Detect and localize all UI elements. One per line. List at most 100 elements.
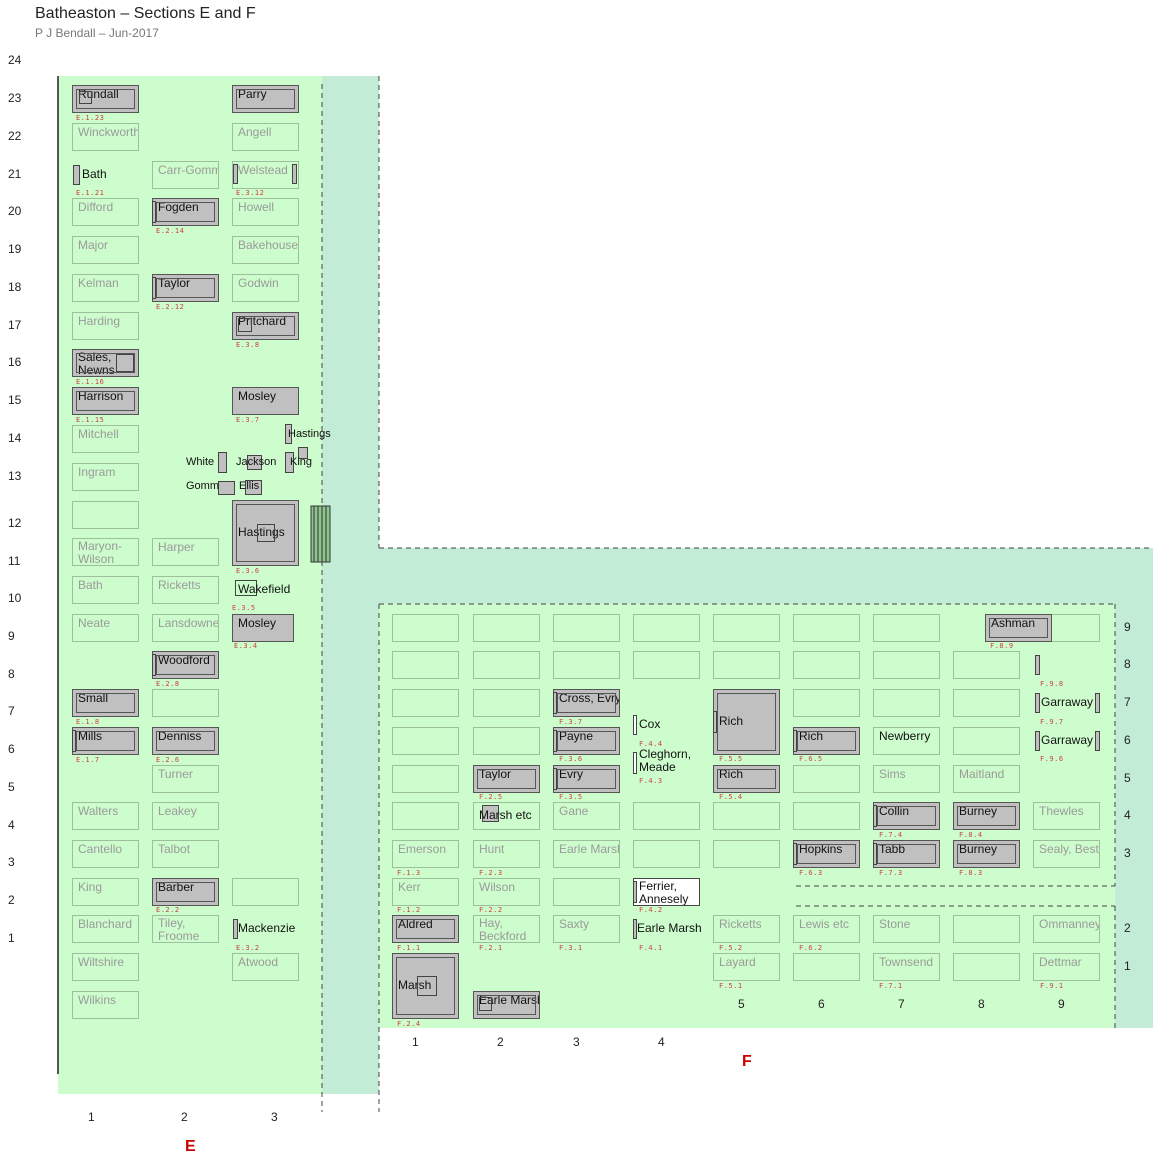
label-garraway-6[interactable]: Garraway: [1041, 733, 1094, 747]
plot-welstead[interactable]: Welstead: [232, 161, 299, 189]
plot-layard[interactable]: Layard: [713, 953, 780, 981]
plot-angell[interactable]: Angell: [232, 123, 299, 151]
grid-cell-empty[interactable]: [392, 689, 459, 717]
plot-howell[interactable]: Howell: [232, 198, 299, 226]
plot-hunt[interactable]: Hunt: [473, 840, 540, 868]
plot-maryon-wilson[interactable]: Maryon-Wilson: [72, 538, 139, 566]
grid-cell-empty[interactable]: [553, 651, 620, 679]
plot-earle-marsh-3[interactable]: Earle Marsh: [553, 840, 620, 868]
plot-carr-gomm[interactable]: Carr-Gomm: [152, 161, 219, 189]
plot-mitchell[interactable]: Mitchell: [72, 425, 139, 453]
grid-cell-empty[interactable]: [953, 689, 1020, 717]
plot-difford[interactable]: Difford: [72, 198, 139, 226]
plot-harrison[interactable]: Harrison: [72, 387, 139, 415]
plot-wiltshire[interactable]: Wiltshire: [72, 953, 139, 981]
label-ellis[interactable]: Ellis: [239, 480, 260, 492]
plot-talbot[interactable]: Talbot: [152, 840, 219, 868]
plot-townsend[interactable]: Townsend: [873, 953, 940, 981]
grid-cell-empty[interactable]: [873, 651, 940, 679]
grid-cell-empty[interactable]: [553, 614, 620, 642]
plot-emerson[interactable]: Emerson: [392, 840, 459, 868]
label-cox[interactable]: Cox: [639, 717, 661, 731]
plot-atwood[interactable]: Atwood: [232, 953, 299, 981]
plot-bakehouse[interactable]: Bakehouse: [232, 236, 299, 264]
plot-taylor-f2[interactable]: Taylor: [473, 765, 540, 793]
plot-hay-beckford[interactable]: Hay, Beckford: [473, 915, 540, 943]
plot-bath-e1-11[interactable]: Bath: [72, 576, 139, 604]
plot-denniss[interactable]: Denniss: [152, 727, 219, 755]
plot-tiley-froome[interactable]: Tiley, Froome: [152, 915, 219, 943]
label-wakefield[interactable]: Wakefield: [238, 582, 291, 596]
label-white[interactable]: White: [186, 456, 215, 468]
plot-barber[interactable]: Barber: [152, 878, 219, 906]
plot-ingram[interactable]: Ingram: [72, 463, 139, 491]
grid-cell-empty[interactable]: [793, 765, 860, 793]
plot-cantello[interactable]: Cantello: [72, 840, 139, 868]
grid-cell-empty[interactable]: [793, 802, 860, 830]
plot-blank-e2-7[interactable]: [152, 689, 219, 717]
grid-cell-empty[interactable]: [793, 651, 860, 679]
plot-rundall[interactable]: Rundall: [72, 85, 139, 113]
grid-cell-empty[interactable]: [873, 689, 940, 717]
plot-rich-5[interactable]: Rich: [713, 765, 780, 793]
plot-blank-e3-2[interactable]: [232, 878, 299, 906]
grid-cell-empty[interactable]: [793, 689, 860, 717]
plot-wilson[interactable]: Wilson: [473, 878, 540, 906]
label-hastings-small[interactable]: Hastings: [288, 428, 331, 440]
plot-ashman[interactable]: Ashman: [985, 614, 1052, 642]
plot-dettmar[interactable]: Dettmar: [1033, 953, 1100, 981]
label-gomm[interactable]: Gomm: [186, 480, 219, 492]
label-cleghorn-meade[interactable]: Cleghorn, Meade: [639, 747, 692, 774]
plot-woodford[interactable]: Woodford: [152, 651, 219, 679]
grid-cell-empty[interactable]: [392, 802, 459, 830]
plot-turner[interactable]: Turner: [152, 765, 219, 793]
plot-hastings-big[interactable]: Hastings: [232, 500, 299, 566]
plot-newberry[interactable]: Newberry: [873, 727, 940, 755]
plot-taylor-e2[interactable]: Taylor: [152, 274, 219, 302]
plot-pritchard[interactable]: Pritchard: [232, 312, 299, 340]
plot-king-e1[interactable]: King: [72, 878, 139, 906]
label-garraway-7[interactable]: Garraway: [1041, 695, 1094, 709]
grid-cell-empty[interactable]: [392, 765, 459, 793]
plot-mills[interactable]: Mills: [72, 727, 139, 755]
grid-cell-empty[interactable]: [633, 840, 700, 868]
plot-blank-e1-12[interactable]: [72, 501, 139, 529]
plot-rich-big[interactable]: Rich: [713, 689, 780, 755]
plot-maitland[interactable]: Maitland: [953, 765, 1020, 793]
plot-evry[interactable]: Evry: [553, 765, 620, 793]
plot-godwin[interactable]: Godwin: [232, 274, 299, 302]
grid-cell-empty[interactable]: [953, 651, 1020, 679]
label-earle-marsh-f4[interactable]: Earle Marsh: [637, 921, 702, 935]
plot-mosley-9[interactable]: Mosley: [232, 614, 294, 642]
plot-leakey[interactable]: Leakey: [152, 802, 219, 830]
label-jackson[interactable]: Jackson: [236, 456, 277, 468]
grid-cell-empty[interactable]: [953, 727, 1020, 755]
grid-cell-empty[interactable]: [633, 614, 700, 642]
plot-lewis-etc[interactable]: Lewis etc: [793, 915, 860, 943]
grid-cell-empty[interactable]: [392, 727, 459, 755]
plot-tabb[interactable]: Tabb: [873, 840, 940, 868]
grid-cell-empty[interactable]: [953, 915, 1020, 943]
plot-payne[interactable]: Payne: [553, 727, 620, 755]
plot-lansdowne[interactable]: Lansdowne: [152, 614, 219, 642]
grid-cell-empty[interactable]: [473, 614, 540, 642]
grid-cell-empty[interactable]: [633, 651, 700, 679]
grid-cell-empty[interactable]: [473, 689, 540, 717]
plot-hopkins[interactable]: Hopkins: [793, 840, 860, 868]
plot-winckworth[interactable]: Winckworth: [72, 123, 139, 151]
grid-cell-empty[interactable]: [473, 727, 540, 755]
plot-parry[interactable]: Parry: [232, 85, 299, 113]
plot-major[interactable]: Major: [72, 236, 139, 264]
plot-harper[interactable]: Harper: [152, 538, 219, 566]
grid-cell-empty[interactable]: [473, 651, 540, 679]
label-marsh-etc[interactable]: Marsh etc: [479, 808, 532, 822]
grid-cell-empty[interactable]: [633, 802, 700, 830]
plot-ricketts-e2[interactable]: Ricketts: [152, 576, 219, 604]
plot-mosley-15[interactable]: Mosley: [232, 387, 299, 415]
plot-collin[interactable]: Collin: [873, 802, 940, 830]
plot-thewles[interactable]: Thewles: [1033, 802, 1100, 830]
plot-kerr[interactable]: Kerr: [392, 878, 459, 906]
plot-gane[interactable]: Gane: [553, 802, 620, 830]
grid-cell-empty[interactable]: [392, 651, 459, 679]
label-bath-e1[interactable]: Bath: [82, 167, 107, 181]
